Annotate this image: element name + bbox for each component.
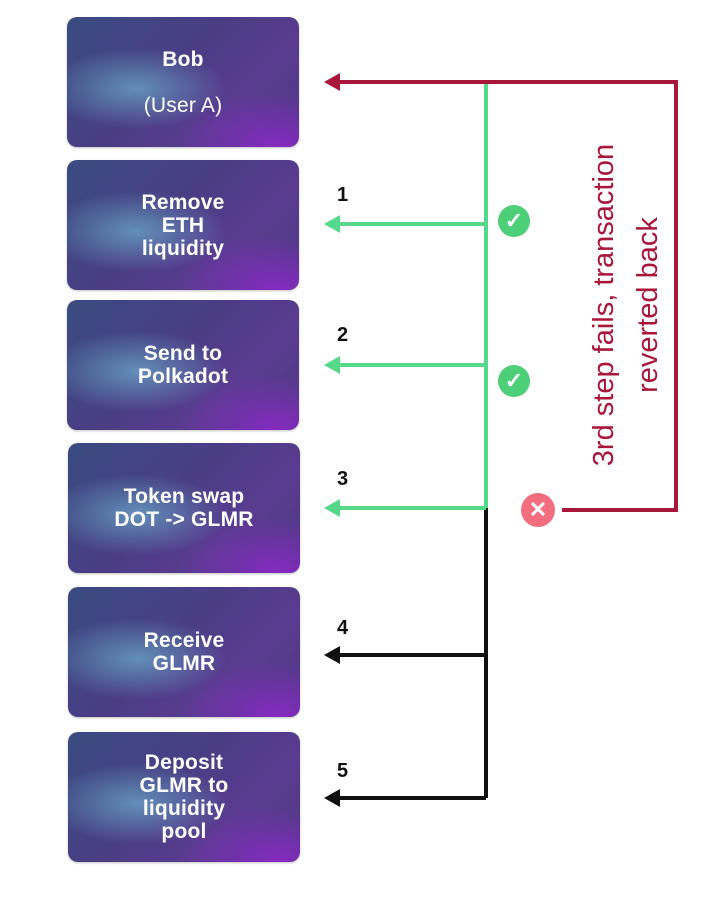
step-number-3: 3: [337, 468, 349, 490]
step-number-4: 4: [337, 617, 349, 639]
box-send-to-polkadot: Send to Polkadot: [67, 300, 299, 430]
box-deposit-glmr: Deposit GLMR to liquidity pool: [68, 732, 300, 862]
check-circle-icon: ✓: [498, 205, 530, 237]
box-label-deposit-glmr: Deposit GLMR to liquidity pool: [139, 751, 229, 843]
box-bob-role: (User A): [143, 93, 223, 117]
box-label-send-to-polkadot: Send to Polkadot: [137, 342, 229, 388]
arrow-step-3-head: [324, 499, 340, 517]
x-circle-icon: ✕: [521, 493, 555, 527]
step-number-1: 1: [337, 184, 349, 206]
box-bob-name: Bob: [162, 47, 204, 71]
step-number-2: 2: [337, 324, 349, 346]
arrow-step-1-head: [324, 215, 340, 233]
box-remove-eth-liquidity: Remove ETH liquidity: [67, 160, 299, 290]
step-number-5: 5: [337, 760, 349, 782]
check-circle-icon: ✓: [498, 365, 530, 397]
arrow-step-4-head: [324, 646, 340, 664]
revert-path-line: [340, 80, 678, 512]
box-label-receive-glmr: Receive GLMR: [143, 629, 225, 675]
revert-arrow-head: [324, 73, 340, 91]
box-receive-glmr: Receive GLMR: [68, 587, 300, 717]
failure-note: 3rd step fails, transaction reverted bac…: [588, 143, 664, 467]
arrow-step-2-head: [324, 356, 340, 374]
box-label-token-swap: Token swap DOT -> GLMR: [114, 485, 254, 531]
box-bob-user-a: Bob (User A): [67, 17, 299, 147]
box-token-swap: Token swap DOT -> GLMR: [68, 443, 300, 573]
box-label-remove-eth-liquidity: Remove ETH liquidity: [141, 190, 225, 260]
arrow-step-5-head: [324, 789, 340, 807]
